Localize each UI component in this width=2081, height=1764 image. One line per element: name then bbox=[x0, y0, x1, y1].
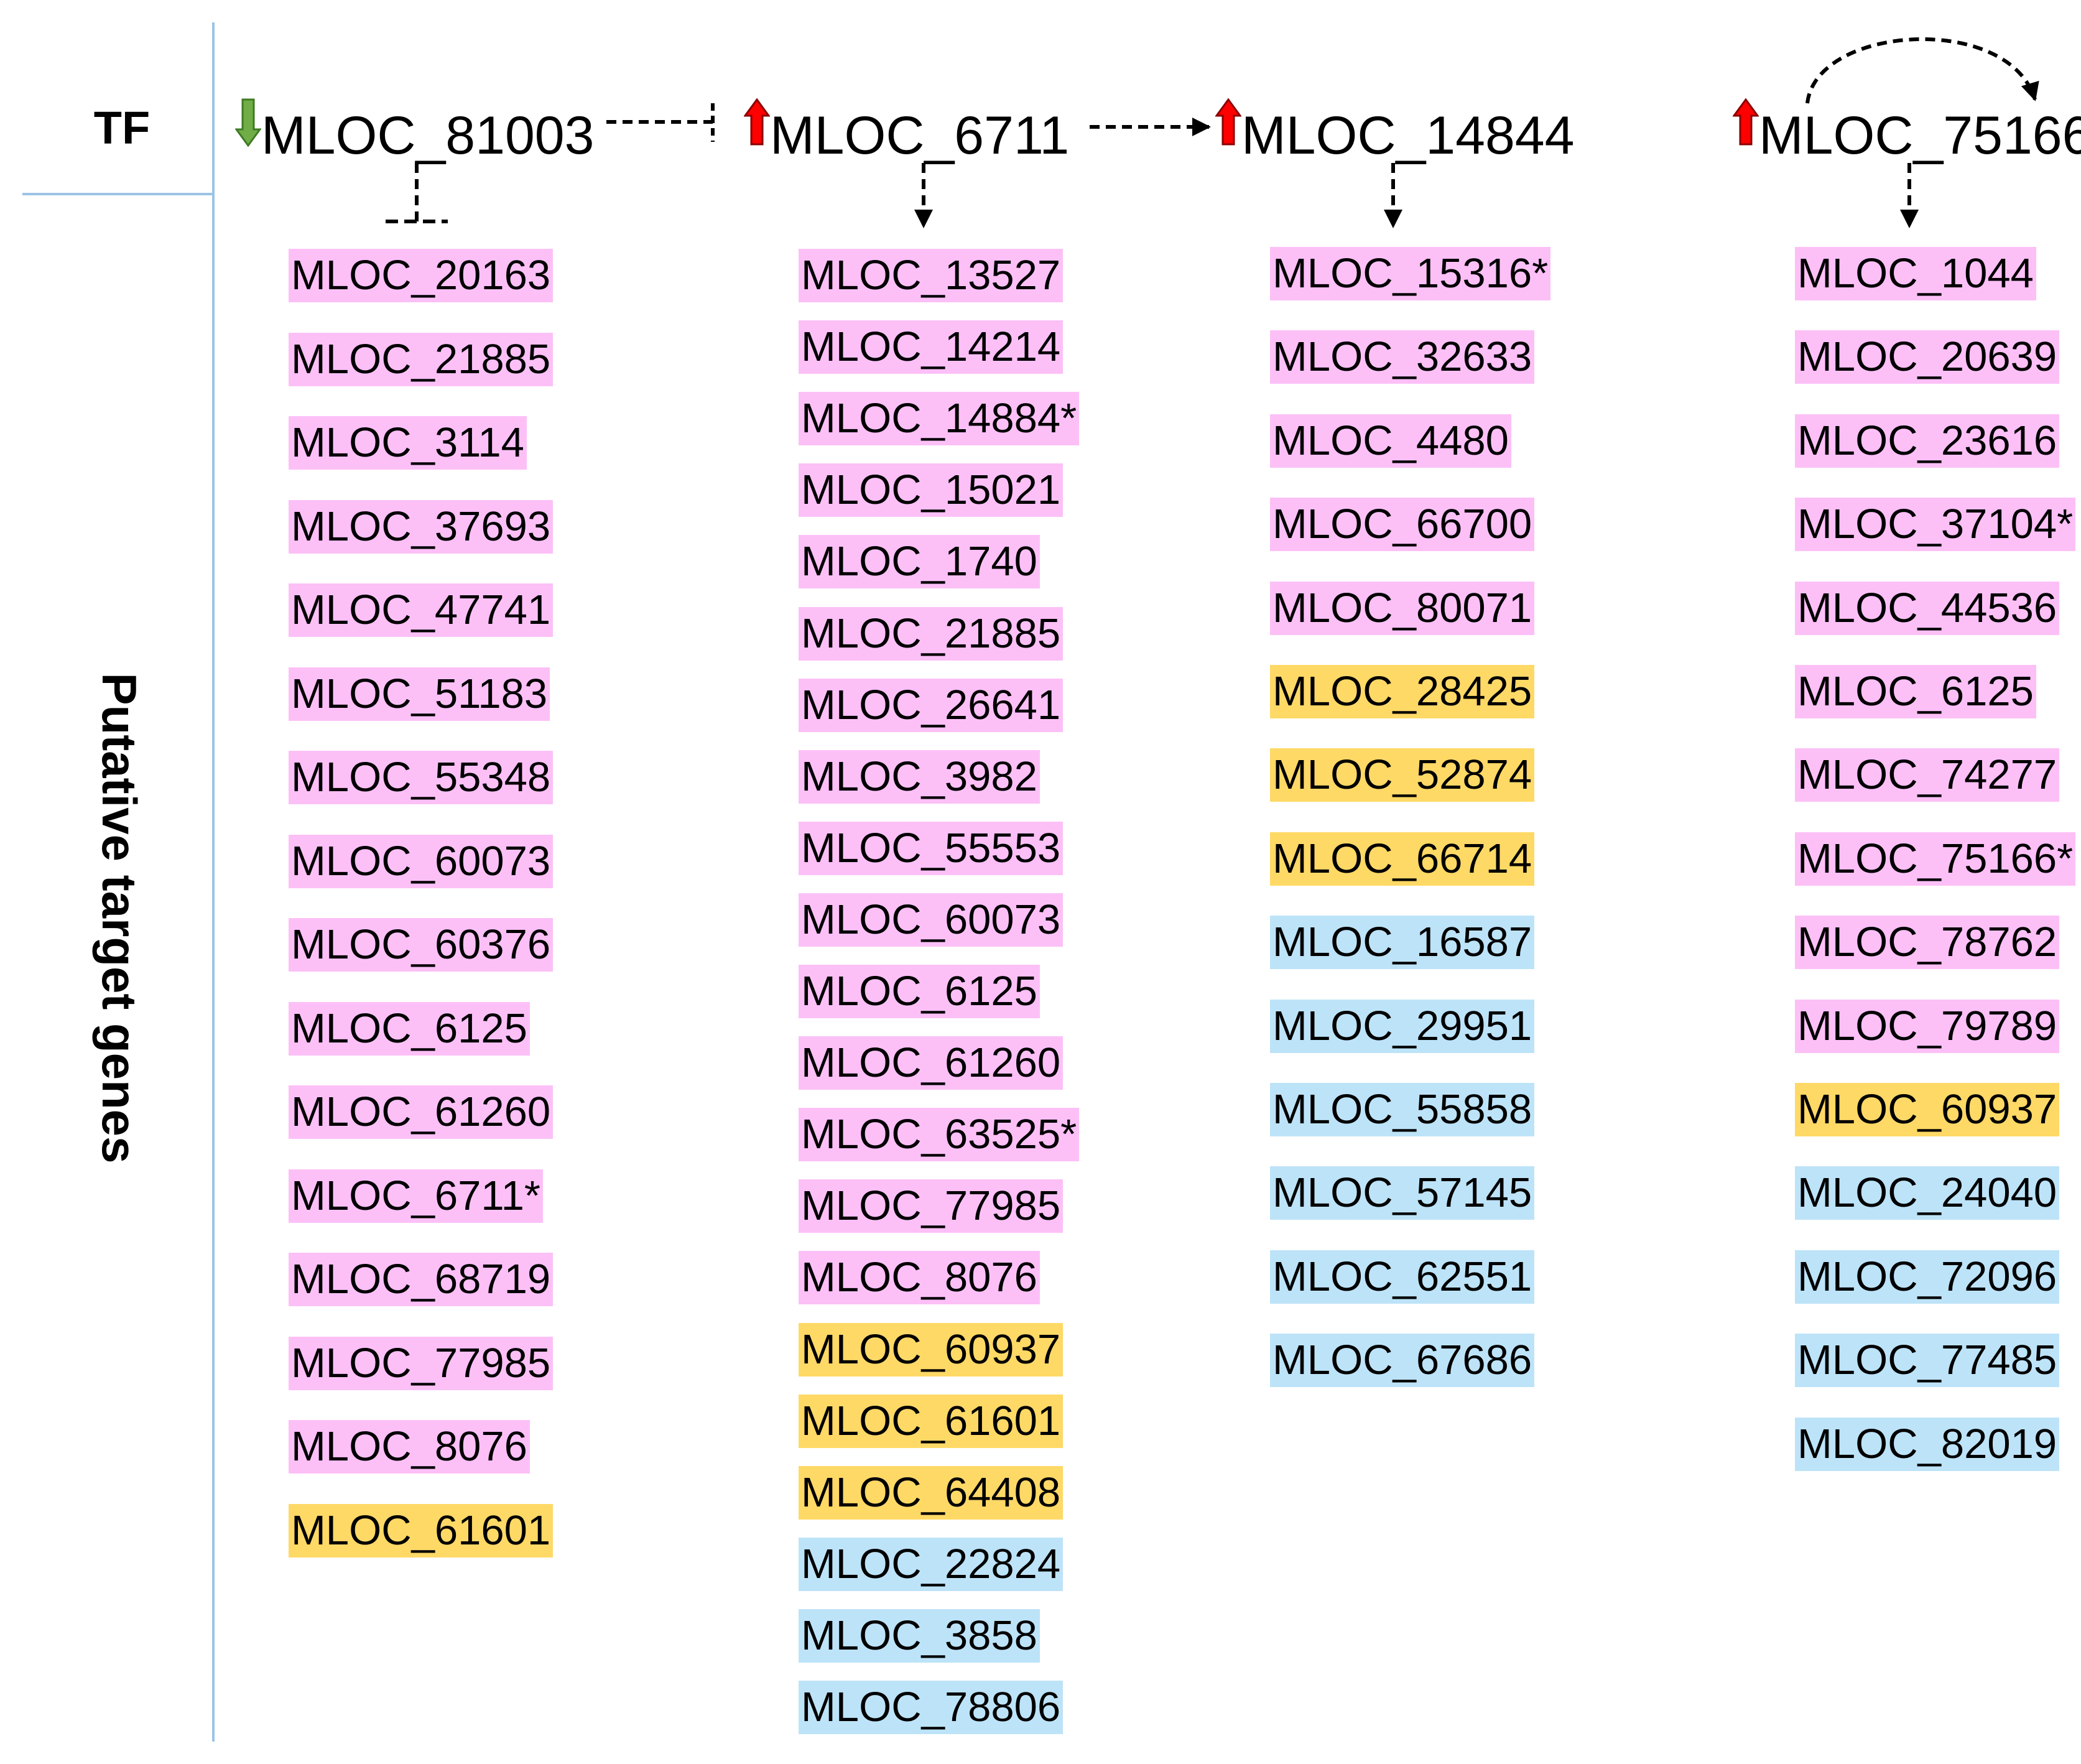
target-gene: MLOC_37104* bbox=[1795, 498, 2076, 551]
tf-node-1: MLOC_81003 bbox=[235, 97, 594, 167]
target-gene: MLOC_20163 bbox=[289, 249, 554, 302]
target-gene: MLOC_74277 bbox=[1795, 748, 2060, 802]
target-gene: MLOC_78762 bbox=[1795, 916, 2060, 969]
target-gene: MLOC_1044 bbox=[1795, 247, 2036, 300]
target-gene: MLOC_63525* bbox=[799, 1108, 1080, 1161]
target-gene: MLOC_61260 bbox=[799, 1036, 1064, 1090]
target-gene: MLOC_75166* bbox=[1795, 832, 2076, 886]
down-arrow-icon bbox=[235, 98, 261, 147]
target-gene: MLOC_80071 bbox=[1270, 582, 1535, 635]
target-gene: MLOC_78806 bbox=[799, 1681, 1064, 1734]
target-gene: MLOC_82019 bbox=[1795, 1418, 2060, 1471]
target-gene: MLOC_28425 bbox=[1270, 665, 1535, 718]
tf-node-3: MLOC_14844 bbox=[1215, 97, 1574, 167]
target-gene: MLOC_15316* bbox=[1270, 247, 1551, 300]
target-gene: MLOC_60073 bbox=[799, 893, 1064, 947]
target-gene: MLOC_61260 bbox=[289, 1085, 554, 1139]
target-gene: MLOC_8076 bbox=[799, 1251, 1040, 1304]
target-gene: MLOC_60937 bbox=[799, 1323, 1064, 1376]
target-gene: MLOC_72096 bbox=[1795, 1250, 2060, 1304]
target-gene: MLOC_29951 bbox=[1270, 1000, 1535, 1053]
horizontal-divider bbox=[22, 193, 213, 195]
target-gene: MLOC_23616 bbox=[1795, 414, 2060, 468]
target-gene: MLOC_77485 bbox=[1795, 1334, 2060, 1387]
target-gene: MLOC_55553 bbox=[799, 822, 1064, 875]
up-arrow-icon bbox=[744, 98, 770, 146]
target-gene: MLOC_79789 bbox=[1795, 1000, 2060, 1053]
target-gene: MLOC_6125 bbox=[799, 965, 1040, 1018]
target-gene: MLOC_61601 bbox=[289, 1504, 554, 1557]
target-gene: MLOC_60937 bbox=[1795, 1083, 2060, 1136]
tf-row-label: TF bbox=[93, 102, 151, 154]
target-gene: MLOC_37693 bbox=[289, 500, 554, 554]
target-gene: MLOC_3114 bbox=[289, 416, 527, 470]
tf-name: MLOC_81003 bbox=[261, 106, 595, 165]
target-gene: MLOC_13527 bbox=[799, 249, 1064, 302]
target-gene: MLOC_3858 bbox=[799, 1609, 1040, 1663]
target-gene: MLOC_61601 bbox=[799, 1395, 1064, 1448]
self-loop-edge-75166 bbox=[1805, 37, 2039, 104]
target-gene: MLOC_60376 bbox=[289, 918, 554, 972]
target-gene: MLOC_6125 bbox=[1795, 665, 2036, 718]
target-gene: MLOC_60073 bbox=[289, 835, 554, 888]
target-gene: MLOC_21885 bbox=[799, 607, 1064, 661]
target-gene: MLOC_4480 bbox=[1270, 414, 1511, 468]
tf-name: MLOC_14844 bbox=[1241, 106, 1575, 165]
target-gene: MLOC_6125 bbox=[289, 1002, 530, 1056]
target-gene: MLOC_52874 bbox=[1270, 748, 1535, 802]
target-gene: MLOC_8076 bbox=[289, 1420, 530, 1474]
target-gene: MLOC_66700 bbox=[1270, 498, 1535, 551]
target-gene: MLOC_77985 bbox=[799, 1179, 1064, 1233]
tf-node-2: MLOC_6711 bbox=[744, 97, 1069, 167]
target-gene: MLOC_44536 bbox=[1795, 582, 2060, 635]
target-gene: MLOC_32633 bbox=[1270, 330, 1535, 384]
target-gene: MLOC_77985 bbox=[289, 1337, 554, 1390]
target-gene: MLOC_62551 bbox=[1270, 1250, 1535, 1304]
target-gene: MLOC_55858 bbox=[1270, 1083, 1535, 1136]
up-arrow-icon bbox=[1215, 98, 1241, 146]
target-gene: MLOC_15021 bbox=[799, 463, 1064, 517]
target-gene: MLOC_47741 bbox=[289, 583, 554, 637]
target-gene: MLOC_14884* bbox=[799, 392, 1080, 445]
target-gene: MLOC_24040 bbox=[1795, 1166, 2060, 1220]
up-arrow-icon bbox=[1733, 98, 1759, 146]
target-gene: MLOC_6711* bbox=[289, 1169, 543, 1223]
tf-name: MLOC_6711 bbox=[770, 106, 1070, 165]
vertical-divider bbox=[212, 22, 215, 1742]
target-gene: MLOC_57145 bbox=[1270, 1166, 1535, 1220]
target-gene: MLOC_55348 bbox=[289, 751, 554, 804]
tf-name: MLOC_75166 bbox=[1759, 106, 2081, 165]
target-gene: MLOC_16587 bbox=[1270, 916, 1535, 969]
target-gene: MLOC_3982 bbox=[799, 750, 1040, 804]
target-gene: MLOC_20639 bbox=[1795, 330, 2060, 384]
target-gene: MLOC_21885 bbox=[289, 333, 554, 386]
target-gene: MLOC_64408 bbox=[799, 1466, 1064, 1520]
target-gene: MLOC_22824 bbox=[799, 1538, 1064, 1591]
target-gene: MLOC_26641 bbox=[799, 679, 1064, 732]
target-gene: MLOC_51183 bbox=[289, 667, 550, 721]
target-gene: MLOC_67686 bbox=[1270, 1334, 1535, 1387]
target-gene: MLOC_1740 bbox=[799, 535, 1040, 588]
tf-node-4: MLOC_75166 bbox=[1733, 97, 2081, 167]
target-gene: MLOC_68719 bbox=[289, 1253, 554, 1306]
target-gene: MLOC_66714 bbox=[1270, 832, 1535, 886]
target-gene: MLOC_14214 bbox=[799, 320, 1064, 374]
